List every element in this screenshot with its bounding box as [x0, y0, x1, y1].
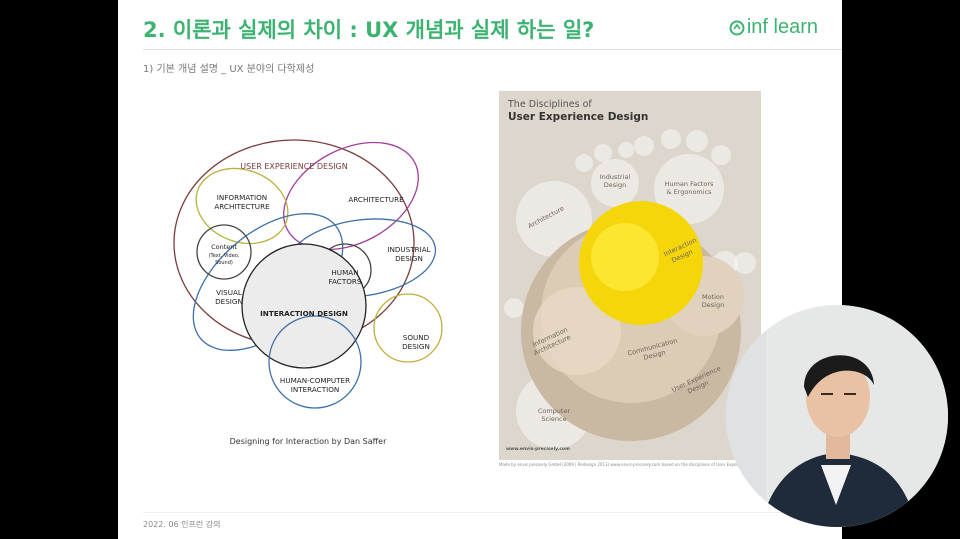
poster-small-circle: [575, 154, 593, 172]
content-circle: [196, 224, 252, 280]
poster-ia-circle: [533, 287, 621, 375]
inflearn-logo-icon: [729, 20, 745, 35]
architecture-label: ARCHITECTURE: [348, 195, 404, 204]
poster-small-circle: [634, 136, 654, 156]
hci-circle: [268, 315, 362, 409]
poster-small-circle: [711, 145, 731, 165]
poster-industrial-2: Design: [604, 181, 626, 189]
interaction-design-circle: [241, 243, 367, 369]
poster-hf-circle: [654, 154, 724, 224]
poster-ixd-inner-circle: [591, 223, 659, 291]
venn-caption: Designing for Interaction by Dan Saffer: [229, 437, 387, 446]
poster-cs-2: Science: [541, 415, 566, 423]
poster-small-circle: [686, 130, 708, 152]
slide-subtitle: 1) 기본 개념 설명 _ UX 분야의 다학제성: [143, 64, 315, 75]
poster-credit: Made by envis precisely GmbH (2009 | Red…: [499, 462, 761, 467]
industrial-label-1: INDUSTRIAL: [387, 245, 430, 254]
poster-title-line2: User Experience Design: [508, 111, 649, 123]
poster-cs-1: Computer: [538, 407, 571, 415]
footer-divider: [143, 512, 842, 513]
poster-small-circle: [661, 129, 681, 149]
poster-graphic: Industrial Design Human Factors & Ergono…: [504, 129, 756, 449]
poster-motion-2: Design: [702, 301, 724, 309]
poster-small-circle: [734, 252, 756, 274]
information-architecture-ellipse: [195, 167, 289, 245]
logo-text: inf learn: [746, 16, 818, 38]
ux-label: USER EXPERIENCE DESIGN: [240, 162, 347, 171]
poster-small-circle: [594, 144, 612, 162]
presenter-video: [726, 305, 948, 527]
poster-industrial-circle: [591, 159, 639, 207]
sound-design-circle: [373, 293, 443, 363]
sound-label-2: DESIGN: [402, 342, 430, 351]
content-sub-2: Sound): [215, 260, 233, 266]
visual-label-2: DESIGN: [215, 297, 243, 306]
poster-hf-1: Human Factors: [665, 180, 714, 188]
sound-label-1: SOUND: [403, 333, 430, 342]
poster-motion-1: Motion: [702, 293, 724, 301]
poster-small-circle: [618, 142, 634, 158]
hf-label-1: HUMAN: [331, 268, 358, 277]
inflearn-logo: inf learn: [729, 16, 818, 39]
hci-label-1: HUMAN-COMPUTER: [280, 376, 350, 385]
poster-small-circle: [504, 298, 524, 318]
hci-label-2: INTERACTION: [291, 385, 339, 394]
ia-label-1: INFORMATION: [217, 193, 267, 202]
hf-label-2: FACTORS: [329, 277, 362, 286]
ux-disciplines-poster: Industrial Design Human Factors & Ergono…: [499, 91, 761, 460]
poster-title-line1: The Disciplines of: [508, 99, 592, 110]
slide-title: 2. 이론과 실제의 차이 : UX 개념과 실제 하는 일?: [143, 18, 595, 42]
ixd-label: INTERACTION DESIGN: [260, 309, 348, 318]
title-divider: [143, 49, 842, 50]
ux-venn-diagram: USER EXPERIENCE DESIGN INFORMATION ARCHI…: [173, 139, 443, 409]
industrial-label-2: DESIGN: [395, 254, 423, 263]
slide-footer: 2022. 06 인프런 강의: [143, 520, 221, 529]
poster-url: www.envis-precisely.com: [506, 447, 570, 452]
visual-label-1: VISUAL: [216, 288, 242, 297]
content-label: Content: [211, 243, 237, 251]
content-sub-1: (Text, Video,: [209, 253, 240, 259]
ia-label-2: ARCHITECTURE: [214, 202, 270, 211]
architecture-ellipse: [283, 141, 419, 251]
poster-industrial-1: Industrial: [600, 173, 631, 181]
presenter-webcam: [726, 305, 948, 527]
poster-hf-2: & Ergonomics: [666, 188, 712, 196]
slide: 2. 이론과 실제의 차이 : UX 개념과 실제 하는 일? inf lear…: [118, 0, 842, 539]
